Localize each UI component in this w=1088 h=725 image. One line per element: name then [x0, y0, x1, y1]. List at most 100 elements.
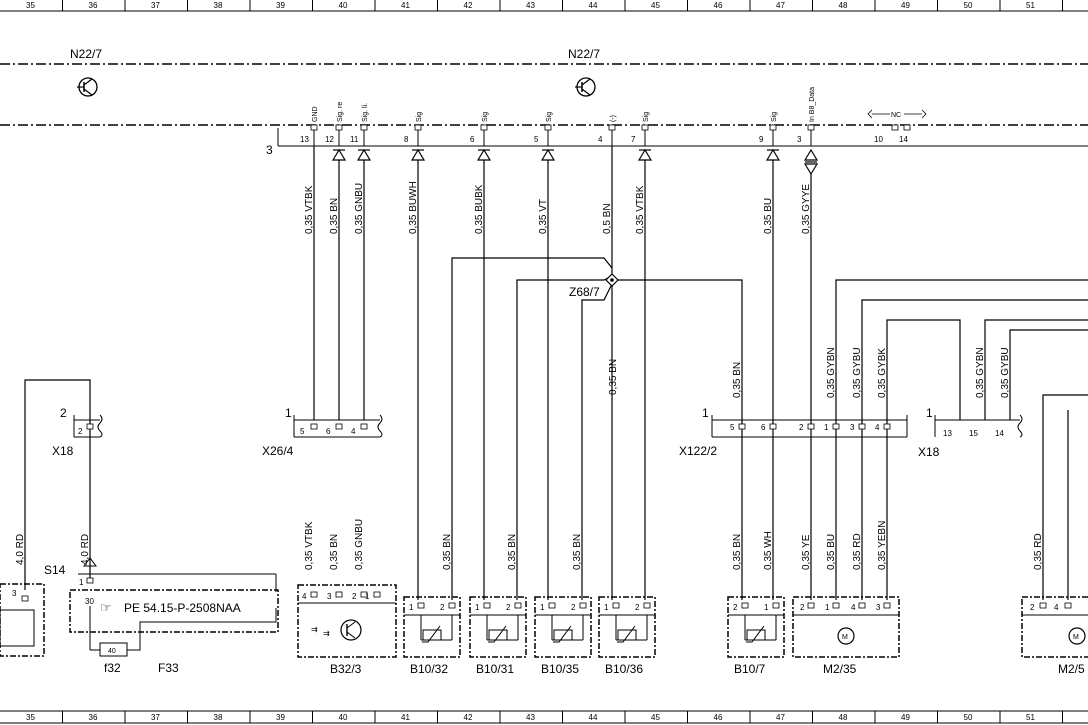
f33-pin: 1 [79, 578, 84, 587]
x18-right-number: 1 [926, 406, 933, 420]
wire-label: 0,35 WH [763, 531, 774, 570]
ruler-number: 51 [1026, 1, 1035, 10]
wire-label: 0,35 YEBN [877, 521, 888, 570]
sensor-label: B10/35 [541, 662, 579, 676]
x122-pin: 6 [761, 423, 766, 432]
thermistor-icon [551, 615, 584, 643]
ruler-number: 45 [651, 713, 660, 722]
reference-link[interactable]: PE 54.15-P-2508NAA [124, 601, 241, 615]
wire-label: 0,35 BN [442, 534, 453, 570]
x18-right-pin: 13 [943, 429, 952, 438]
transistor-icon [575, 77, 596, 97]
wire-label: 0,35 VT [538, 199, 549, 234]
sensor-pin: 1 [409, 603, 414, 612]
b32-pin: 2 [352, 592, 357, 601]
pin-signal: Sig. re [337, 102, 344, 122]
ruler-number: 48 [839, 713, 848, 722]
wire-label: 0,35 BU [826, 534, 837, 570]
m2-35-pin: 1 [825, 603, 830, 612]
motor-icon: M [837, 627, 855, 645]
x122-pin: 2 [799, 423, 804, 432]
ruler-number: 36 [89, 1, 98, 10]
m2-35-label: M2/35 [823, 662, 857, 676]
m2-35-pin: 3 [876, 603, 881, 612]
wire-label: 0,35 RD [1033, 533, 1044, 570]
pin-signal: GND [312, 106, 319, 122]
b32-pin: 4 [302, 592, 307, 601]
svg-text:⇉: ⇉ [311, 625, 318, 634]
x18-left-pin: 2 [78, 427, 83, 436]
wire-label: 0,35 BUBK [474, 184, 485, 234]
pin-signal: Sig [546, 112, 553, 122]
left-component: 3 [0, 583, 45, 657]
m2-5-label: M2/5 [1058, 662, 1085, 676]
svg-text:M: M [1073, 634, 1079, 641]
svg-text:⇉: ⇉ [323, 629, 330, 638]
pin-signal: Sig [771, 112, 778, 122]
pin-number: 12 [325, 135, 334, 144]
n22-7-label-mid: N22/7 [568, 47, 600, 61]
sensor-label: B10/36 [605, 662, 643, 676]
pin-signal: In B8_Data [809, 87, 816, 122]
z-wire-label: 0,35 BN [608, 359, 619, 395]
wire-label: 0,35 BN [732, 534, 743, 570]
x26-4-pin: 5 [300, 427, 305, 436]
wire-label: 0,35 YE [801, 534, 812, 570]
pin-signal: Sig [416, 112, 423, 122]
thermistor-icon [615, 615, 648, 643]
x18-right-label: X18 [918, 445, 940, 459]
nc-label: NC [891, 112, 901, 119]
ruler-number: 40 [339, 713, 348, 722]
ruler-number: 49 [901, 713, 910, 722]
x18-left-connector: 2 2 X18 [52, 406, 103, 458]
svg-text:M: M [842, 634, 848, 641]
x122-pin: 5 [730, 423, 735, 432]
b32-pin: 1 [365, 592, 370, 601]
wire-label: 0,35 BUWH [408, 181, 419, 234]
fuse-number: 40 [108, 648, 116, 655]
ruler-number: 45 [651, 1, 660, 10]
thermistor-icon [486, 615, 519, 643]
ruler-number: 48 [839, 1, 848, 10]
ruler-number: 49 [901, 1, 910, 10]
b32-pin: 3 [327, 592, 332, 601]
pin-number: 8 [404, 135, 409, 144]
sensor-pin: 1 [540, 603, 545, 612]
x26-4-label: X26/4 [262, 444, 294, 458]
wire-label: 4,0 RD [15, 534, 26, 565]
pin-number: 7 [631, 135, 636, 144]
pin-number: 11 [350, 135, 359, 144]
f33-label: F33 [158, 661, 179, 675]
ruler-number: 44 [589, 1, 598, 10]
wire-label: 0,35 GNBU [354, 183, 365, 234]
wire-label: 0,35 GNBU [354, 519, 365, 570]
ruler-number: 39 [276, 713, 285, 722]
sensor-pin: 2 [571, 603, 576, 612]
upper-wires [24, 146, 1088, 600]
sensor-label: B10/32 [410, 662, 448, 676]
wire-label: 0,35 GYBU [852, 347, 863, 398]
pin-signal: Sig. li. [362, 103, 369, 122]
x122-2-number: 1 [702, 406, 709, 420]
pin-number: 14 [899, 135, 908, 144]
ruler-number: 51 [1026, 713, 1035, 722]
f33-pin: 30 [85, 597, 94, 606]
wire-label: 0,5 BN [602, 203, 613, 234]
wire-label: 0,35 VTBK [304, 521, 315, 570]
ruler-number: 37 [151, 713, 160, 722]
ruler-number: 39 [276, 1, 285, 10]
nc-bracket: NC [867, 109, 927, 119]
sensor-pin: 2 [440, 603, 445, 612]
wire-label: 0,35 BN [732, 362, 743, 398]
thermistor-icon [420, 615, 453, 643]
sensor-pin: 2 [506, 603, 511, 612]
wire-label: 0,35 BN [329, 534, 340, 570]
light-sensor-icon: ⇉ ⇉ [311, 619, 362, 641]
f32-label: f32 [104, 661, 121, 675]
bottom-ruler: 353637383940414243444546474849505152 [0, 710, 1088, 724]
